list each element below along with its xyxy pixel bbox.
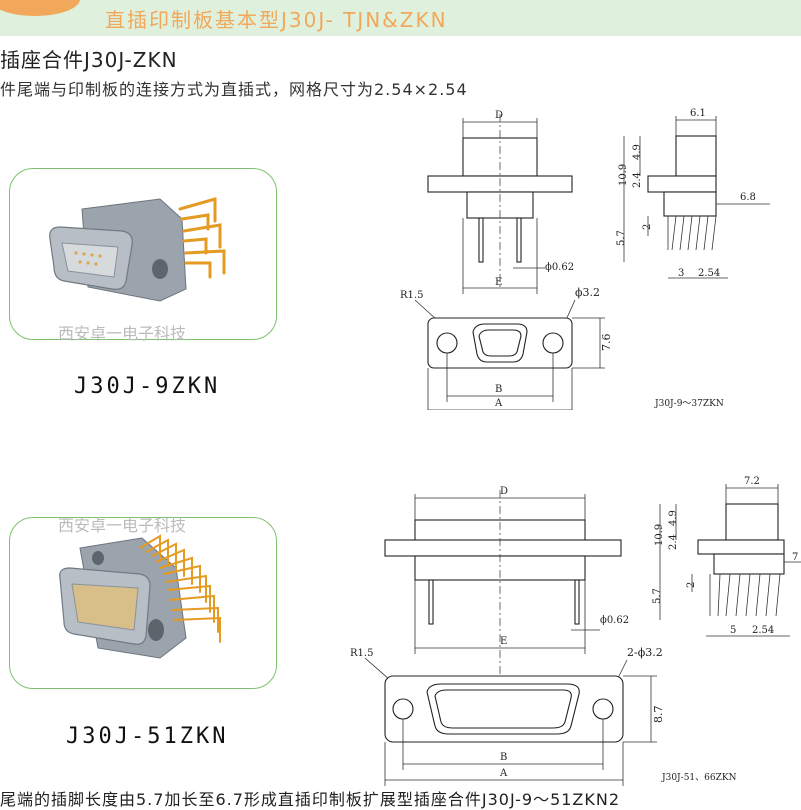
product-photo-frame-2 [9, 517, 277, 689]
page-title: 直插印制板基本型J30J- TJN&ZKN [105, 8, 448, 32]
watermark-1: 西安卓一电子科技 [58, 324, 187, 343]
banner-decoration [0, 0, 80, 16]
dim-a-1: A [494, 398, 503, 409]
dim-pin-1: ϕ0.62 [545, 262, 574, 273]
dim-b-2: B [500, 752, 507, 763]
dim-a-2: A [499, 768, 508, 779]
dim-wside-2: 7 [792, 552, 798, 563]
dim-htotal-2: 10.9 [654, 524, 665, 546]
dim-wtop-2: 7.2 [744, 476, 760, 487]
dim-h2-2: 2 [686, 582, 697, 588]
dim-d-2: D [500, 486, 508, 497]
drawing-front-2: D ϕ0.62 E R1.5 2-ϕ3.2 8.7 B A [350, 486, 665, 786]
dim-wside-1: 6.8 [740, 192, 756, 203]
dim-h24-1: 2.4 [632, 172, 643, 188]
connector-photo-2 [59, 534, 221, 659]
dim-e-1: E [495, 277, 502, 288]
model-label-1: J30J-9ZKN [74, 374, 221, 399]
drawing-side-1: 6.1 6.8 10.9 4.9 2.4 2 5.7 3 2.54 [616, 108, 770, 279]
product-photo-frame-1 [9, 168, 277, 340]
dim-h24-2: 2.4 [668, 534, 679, 550]
dim-hole-2: 2-ϕ3.2 [627, 646, 663, 659]
dim-pitcha-2: 5 [730, 625, 736, 636]
footer-note: 尾端的插脚长度由5.7加长至6.7形成直插印制板扩展型插座合件J30J-9～51… [0, 790, 621, 809]
dim-height-1: 7.6 [600, 334, 613, 352]
dim-radius-2: R1.5 [350, 648, 373, 659]
dim-h49-2: 4.9 [668, 510, 679, 526]
dim-h2-1: 2 [642, 224, 653, 230]
connector-photo-1 [49, 197, 226, 302]
dim-wtop-1: 6.1 [690, 108, 706, 119]
dim-b-1: B [495, 384, 502, 395]
dim-pitcha-1: 3 [678, 268, 684, 279]
drawing-side-2: 7.2 7 10.9 4.9 2.4 2 5.7 5 2.54 [652, 476, 801, 637]
section-subtitle: 插座合件J30J-ZKN [0, 48, 178, 72]
drawing-label-2: J30J-51、66ZKN [662, 773, 737, 783]
dim-h57-2: 5.7 [652, 588, 663, 604]
header-banner: 直插印制板基本型J30J- TJN&ZKN [0, 0, 801, 36]
dim-radius-1: R1.5 [400, 290, 423, 301]
dim-htotal-1: 10.9 [618, 164, 629, 186]
dim-h49-1: 4.9 [632, 144, 643, 160]
dim-pitchb-2: 2.54 [752, 625, 774, 636]
dim-e-2: E [500, 636, 507, 647]
drawing-front-1: D ϕ0.62 E R1.5 ϕ3.2 7.6 B A [400, 110, 613, 410]
dim-pitchb-1: 2.54 [698, 268, 720, 279]
dim-hole-1: ϕ3.2 [575, 286, 600, 299]
dim-pin-2: ϕ0.62 [600, 615, 629, 626]
dim-d-1: D [495, 110, 503, 121]
section-description: 件尾端与印制板的连接方式为直插式，网格尺寸为2.54×2.54 [0, 80, 468, 99]
model-label-2: J30J-51ZKN [66, 724, 229, 749]
watermark-2: 西安卓一电子科技 [58, 516, 187, 535]
drawing-label-1: J30J-9～37ZKN [655, 399, 724, 409]
dim-h57-1: 5.7 [616, 230, 627, 246]
dim-height-2: 8.7 [652, 706, 665, 724]
